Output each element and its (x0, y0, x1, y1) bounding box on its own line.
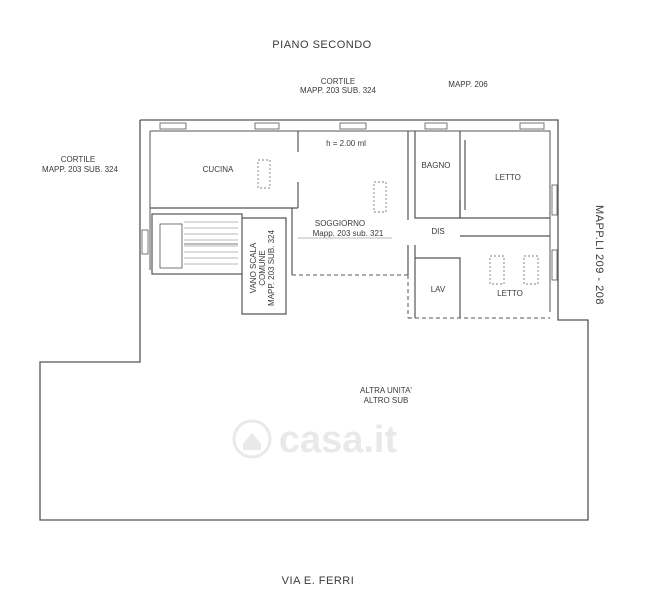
stair-steps (184, 221, 238, 265)
soggiorno-table (373, 181, 387, 213)
plan-title: PIANO SECONDO (272, 39, 371, 51)
letto1-label: LETTO (495, 173, 521, 182)
dis-label: DIS (431, 227, 444, 236)
cucina-label: CUCINA (203, 165, 234, 174)
stair-block (151, 213, 243, 275)
height-label: h = 2.00 ml (326, 139, 366, 148)
svg-text:casa.it: casa.it (279, 419, 398, 461)
top-cortile-label: CORTILE (321, 77, 356, 86)
top-windows (141, 122, 558, 281)
letto2-beds (489, 255, 539, 285)
watermark: casa.it (232, 419, 398, 461)
vano-scala-walls (241, 217, 287, 315)
vano-scala-label: VANO SCALA COMUNE MAPP. 203 SUB. 324 (249, 230, 276, 306)
kitchen-table (257, 159, 271, 189)
svg-text:COMUNE: COMUNE (258, 250, 267, 286)
top-cortile-mapp-label: MAPP. 203 SUB. 324 (300, 86, 376, 95)
svg-text:MAPP. 203 SUB. 324: MAPP. 203 SUB. 324 (267, 230, 276, 306)
left-cortile-label: CORTILE (61, 155, 96, 164)
soggiorno-mapp-label: Mapp. 203 sub. 321 (313, 229, 384, 238)
bagno-label: BAGNO (422, 161, 451, 170)
altro-sub-label: ALTRO SUB (364, 396, 409, 405)
bagno-walls (414, 131, 461, 219)
right-mappali-label: MAPP.LI 209 - 208 (593, 205, 605, 305)
outer-boundary (39, 119, 589, 521)
stair-landing (159, 223, 183, 269)
top-mapp-label: MAPP. 206 (448, 80, 488, 89)
svg-text:VANO SCALA: VANO SCALA (249, 242, 258, 293)
altra-unita-label: ALTRA UNITA' (360, 386, 412, 395)
soggiorno-label: SOGGIORNO (315, 219, 365, 228)
apartment-inner-wall (150, 130, 551, 312)
left-cortile-mapp-label: MAPP. 203 SUB. 324 (42, 165, 118, 174)
lav-walls (415, 257, 461, 318)
lav-label: LAV (431, 285, 446, 294)
street-label: VIA E. FERRI (282, 575, 355, 587)
letto2-label: LETTO (497, 289, 523, 298)
